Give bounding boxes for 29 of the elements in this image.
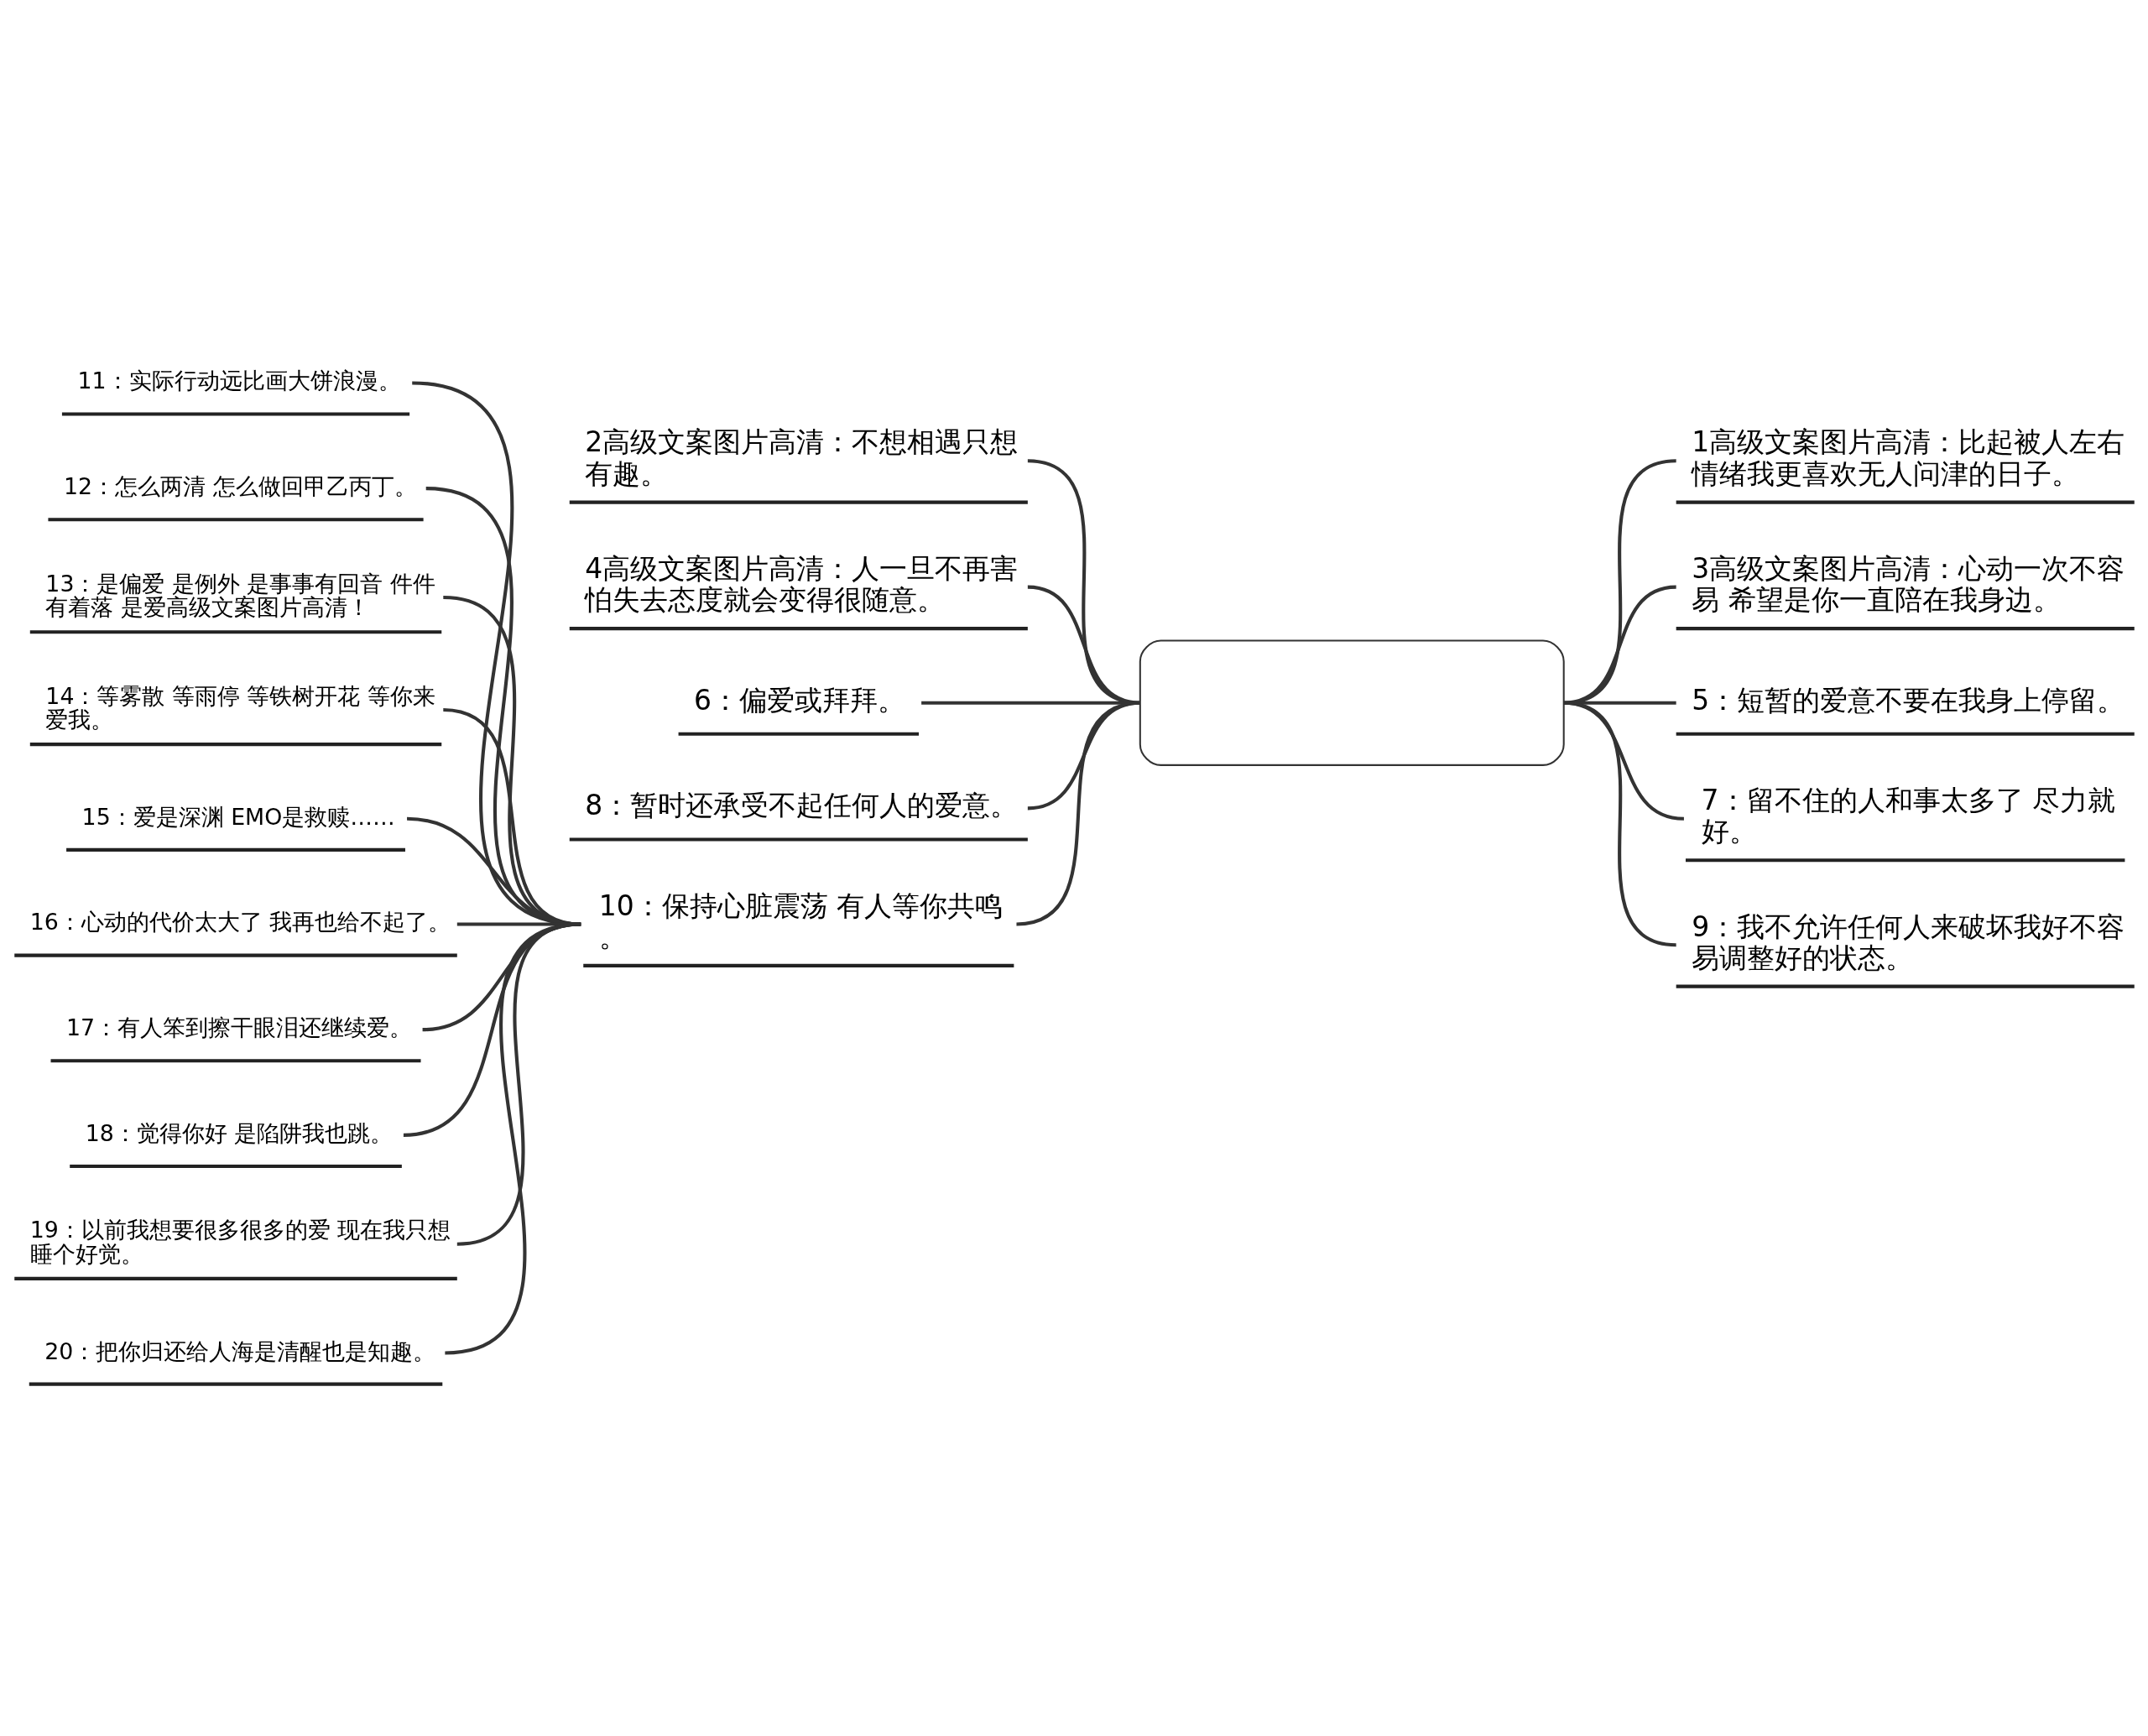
node-text: 10：保持心脏震荡 有人等你共鸣。 — [598, 889, 1003, 953]
connector — [1562, 701, 1676, 947]
node-text: 15：爱是深渊 EMO是救赎…… — [81, 803, 395, 830]
node-text: 19：以前我想要很多很多的爱 现在我只想睡个好觉。 — [29, 1217, 451, 1268]
node-text: 12：怎么两清 怎么做回甲乙丙丁。 — [63, 473, 417, 500]
node-text: 16：心动的代价太大了 我再也给不起了。 — [29, 909, 451, 936]
node-text: 18：觉得你好 是陷阱我也跳。 — [85, 1119, 393, 1146]
node-box — [1139, 639, 1565, 766]
connector — [442, 707, 581, 926]
connector — [406, 816, 581, 926]
node-text: 20：把你归还给人海是清醒也是知趣。 — [44, 1337, 435, 1364]
node-text: 8：暂时还承受不起任何人的爱意。 — [584, 789, 1018, 822]
node-text: 2高级文案图片高清：不想相遇只想有趣。 — [584, 425, 1018, 490]
node-text: 6：偏爱或拜拜。 — [693, 683, 905, 717]
node-text: 9：我不允许任何人来破坏我好不容易调整好的状态。 — [1691, 910, 2125, 974]
node-text: 7：留不住的人和事太多了 尽力就好。 — [1701, 784, 2115, 848]
connector — [403, 922, 581, 1137]
node-text: 17：有人笨到擦干眼泪还继续爱。 — [65, 1014, 412, 1041]
node-text: 14：等雾散 等雨停 等铁树开花 等你来爱我。 — [44, 682, 435, 733]
node-text: 13：是偏爱 是例外 是事事有回音 件件有着落 是爱高级文案图片高清！ — [44, 570, 435, 621]
node-text: 4高级文案图片高清：人一旦不再害怕失去态度就会变得很随意。 — [584, 551, 1018, 616]
connector — [456, 922, 581, 926]
node-text: 5：短暂的爱意不要在我身上停留。 — [1691, 683, 2125, 717]
node-text: 3高级文案图片高清：心动一次不容易 希望是你一直陪在我身边。 — [1691, 551, 2125, 616]
connector — [1015, 701, 1140, 926]
connector — [444, 922, 581, 1355]
node-text: 11：实际行动远比画大饼浪漫。 — [76, 368, 401, 394]
node-text: 1高级文案图片高清：比起被人左右情绪我更喜欢无人问津的日子。 — [1691, 425, 2125, 490]
connector — [421, 922, 581, 1032]
